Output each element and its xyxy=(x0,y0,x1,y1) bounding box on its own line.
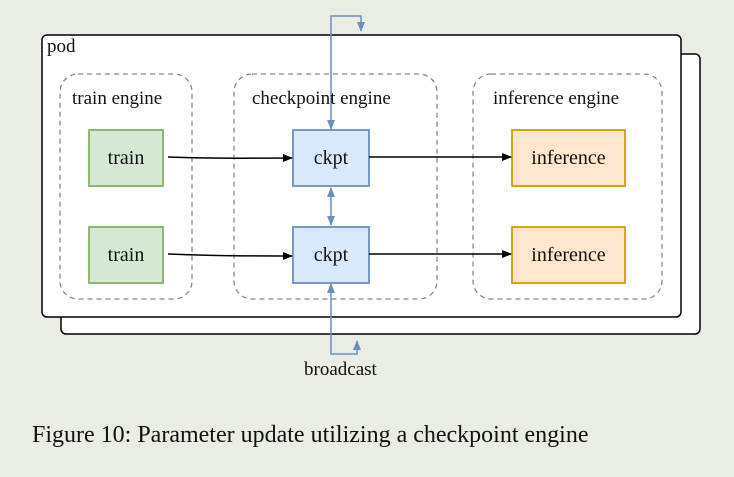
arrow-train2-to-ckpt2 xyxy=(167,251,293,260)
ckpt-node-2 xyxy=(292,226,370,284)
inference-node-2-label: inference xyxy=(531,243,606,266)
ckpt-node-2-label: ckpt xyxy=(313,243,349,266)
train-node-1-label: train xyxy=(107,146,145,169)
inference-node-2 xyxy=(511,226,626,284)
inference-engine-label: inference engine xyxy=(493,88,620,109)
train-node-1 xyxy=(88,129,164,187)
top-broadcast-loop xyxy=(327,15,365,130)
train-engine-label: train engine xyxy=(72,88,163,109)
arrow-train1-to-ckpt1 xyxy=(167,154,293,163)
inference-node-1 xyxy=(511,129,626,187)
ckpt-node-1 xyxy=(292,129,370,187)
figure-caption: Figure 10: Parameter update utilizing a … xyxy=(32,422,589,448)
train-node-2-label: train xyxy=(107,243,145,266)
ckpt-node-1-label: ckpt xyxy=(313,146,349,169)
inference-engine-group xyxy=(472,73,663,300)
train-node-2 xyxy=(88,226,164,284)
train-engine-group xyxy=(59,73,193,300)
checkpoint-engine-label: checkpoint engine xyxy=(252,88,391,109)
pod-label: pod xyxy=(47,36,76,57)
bottom-broadcast-loop xyxy=(327,283,361,355)
broadcast-label: broadcast xyxy=(304,359,377,380)
inference-node-1-label: inference xyxy=(531,146,606,169)
